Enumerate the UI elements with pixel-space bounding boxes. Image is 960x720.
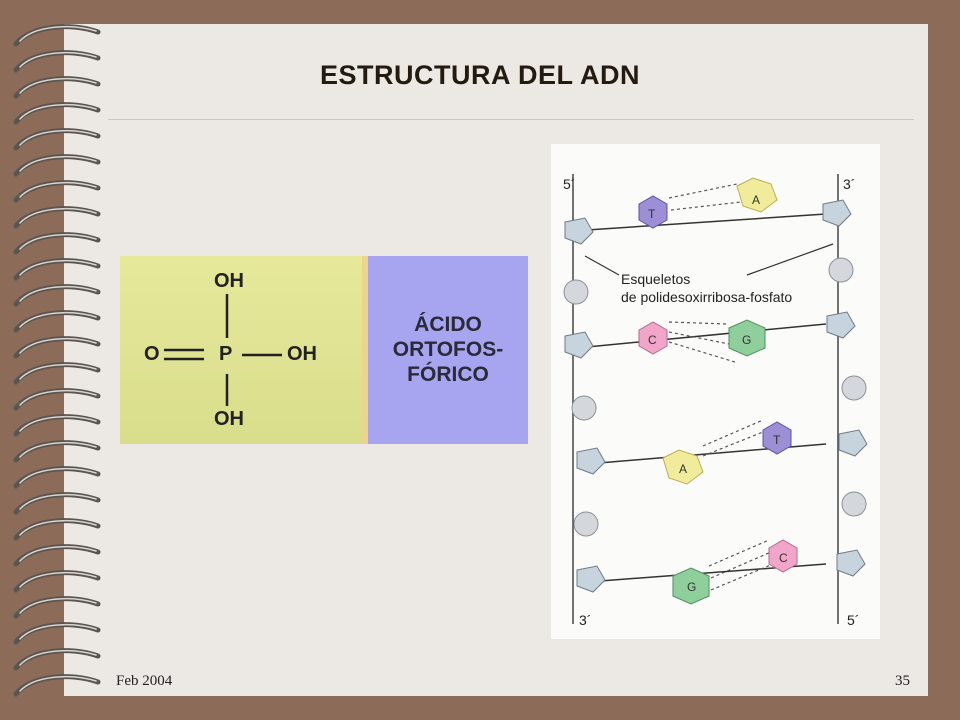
spiral-coil-highlight xyxy=(19,363,97,380)
acid-name-line-3: FÓRICO xyxy=(407,363,489,386)
base-letter-G-row4: G xyxy=(687,580,697,594)
sugar-left-4 xyxy=(576,565,606,593)
label-pointer-right xyxy=(746,243,834,276)
phosphoric-acid-bonds xyxy=(164,294,282,406)
dna-ladder-drawing xyxy=(563,174,868,624)
base-C-row2 xyxy=(638,321,668,355)
phosphate-right-1 xyxy=(828,257,854,283)
spiral-coil-highlight xyxy=(19,311,97,328)
hydroxyl-top: OH xyxy=(214,270,244,292)
spiral-coil-highlight xyxy=(19,259,97,276)
dna-ladder-figure: 5´ 3´ 3´ 5´ Esqueletos de polidesoxirrib… xyxy=(551,144,880,639)
spiral-coil-highlight xyxy=(19,207,97,224)
spiral-coil-highlight xyxy=(19,675,97,692)
spiral-binding-icon xyxy=(13,24,101,697)
spiral-coil-highlight xyxy=(19,51,97,68)
acid-name: ÁCIDO ORTOFOS- FÓRICO xyxy=(368,312,528,387)
base-letter-C-row2: C xyxy=(648,333,657,347)
base-G-row4 xyxy=(672,567,710,605)
spiral-coil-highlight xyxy=(19,597,97,614)
spiral-coil-highlight xyxy=(19,233,97,250)
phosphoric-acid-name-panel: ÁCIDO ORTOFOS- FÓRICO xyxy=(368,256,528,444)
end-label-bottom-left: 3´ xyxy=(579,612,592,628)
spiral-coil-highlight xyxy=(19,545,97,562)
base-A-row1 xyxy=(736,177,778,213)
base-T-row1 xyxy=(638,195,668,229)
spiral-coil-highlight xyxy=(19,77,97,94)
phosphoric-acid-figure: OH O P OH OH ÁCIDO ORTOFOS- FÓRICO xyxy=(120,256,528,444)
base-letter-A-row1: A xyxy=(752,193,761,207)
phosphate-left-3 xyxy=(573,511,599,537)
spiral-coil-highlight xyxy=(19,441,97,458)
base-letter-G-row2: G xyxy=(742,333,752,347)
spiral-coil-highlight xyxy=(19,129,97,146)
oxygen-left: O xyxy=(144,343,160,365)
spiral-coil-highlight xyxy=(19,519,97,536)
spiral-coil-highlight xyxy=(19,337,97,354)
page-number: 35 xyxy=(895,673,910,689)
sugar-right-4 xyxy=(836,549,866,577)
phosphorus-center: P xyxy=(219,343,233,365)
phosphate-right-3 xyxy=(841,491,867,517)
acid-name-line-1: ÁCIDO xyxy=(414,313,482,336)
base-pair-rung-1 xyxy=(586,213,827,231)
backbone-label-line-1: Esqueletos xyxy=(621,271,691,287)
hydroxyl-bottom: OH xyxy=(214,408,244,430)
sugar-left-3 xyxy=(576,447,606,475)
spiral-coil-highlight xyxy=(19,155,97,172)
phosphoric-acid-structure-panel: OH O P OH OH xyxy=(120,256,368,444)
spiral-coil-highlight xyxy=(19,103,97,120)
spiral-coil-highlight xyxy=(19,649,97,666)
spiral-coil-highlight xyxy=(19,25,97,42)
slide-title: ESTRUCTURA DEL ADN xyxy=(319,60,640,90)
spiral-coil-highlight xyxy=(19,623,97,640)
hydroxyl-right: OH xyxy=(287,343,317,365)
base-C-row4 xyxy=(768,539,798,573)
sugar-right-1 xyxy=(822,199,852,227)
spiral-coil-highlight xyxy=(19,415,97,432)
label-pointer-left xyxy=(584,255,620,276)
base-letter-T-row1: T xyxy=(648,207,656,221)
base-letter-T-row3: T xyxy=(773,433,781,447)
sugar-right-2 xyxy=(826,311,856,339)
sugar-left-1 xyxy=(564,217,594,245)
base-A-row3 xyxy=(662,449,704,485)
phosphate-right-2 xyxy=(841,375,867,401)
end-label-top-right: 3´ xyxy=(843,176,856,192)
base-G-row2 xyxy=(728,319,766,357)
backbone-label-line-2: de polidesoxirribosa-fosfato xyxy=(621,289,793,305)
spiral-coil-highlight xyxy=(19,493,97,510)
end-label-bottom-right: 5´ xyxy=(847,612,860,628)
spiral-coil-highlight xyxy=(19,571,97,588)
sugar-left-2 xyxy=(564,331,594,359)
sugar-right-3 xyxy=(838,429,868,457)
base-letter-A-row3: A xyxy=(679,462,688,476)
spiral-coil-highlight xyxy=(19,389,97,406)
end-label-top-left: 5´ xyxy=(563,176,576,192)
base-pair-rung-2 xyxy=(586,323,827,348)
hydrogen-bonds xyxy=(668,183,774,591)
phosphate-left-1 xyxy=(563,279,589,305)
footer-date: Feb 2004 xyxy=(116,673,173,689)
title-divider xyxy=(108,119,914,120)
base-letter-C-row4: C xyxy=(779,551,788,565)
spiral-coil-highlight xyxy=(19,285,97,302)
base-T-row3 xyxy=(762,421,792,455)
spiral-coil-highlight xyxy=(19,467,97,484)
acid-name-line-2: ORTOFOS- xyxy=(392,338,504,361)
phosphate-left-2 xyxy=(571,395,597,421)
spiral-coil-highlight xyxy=(19,181,97,198)
